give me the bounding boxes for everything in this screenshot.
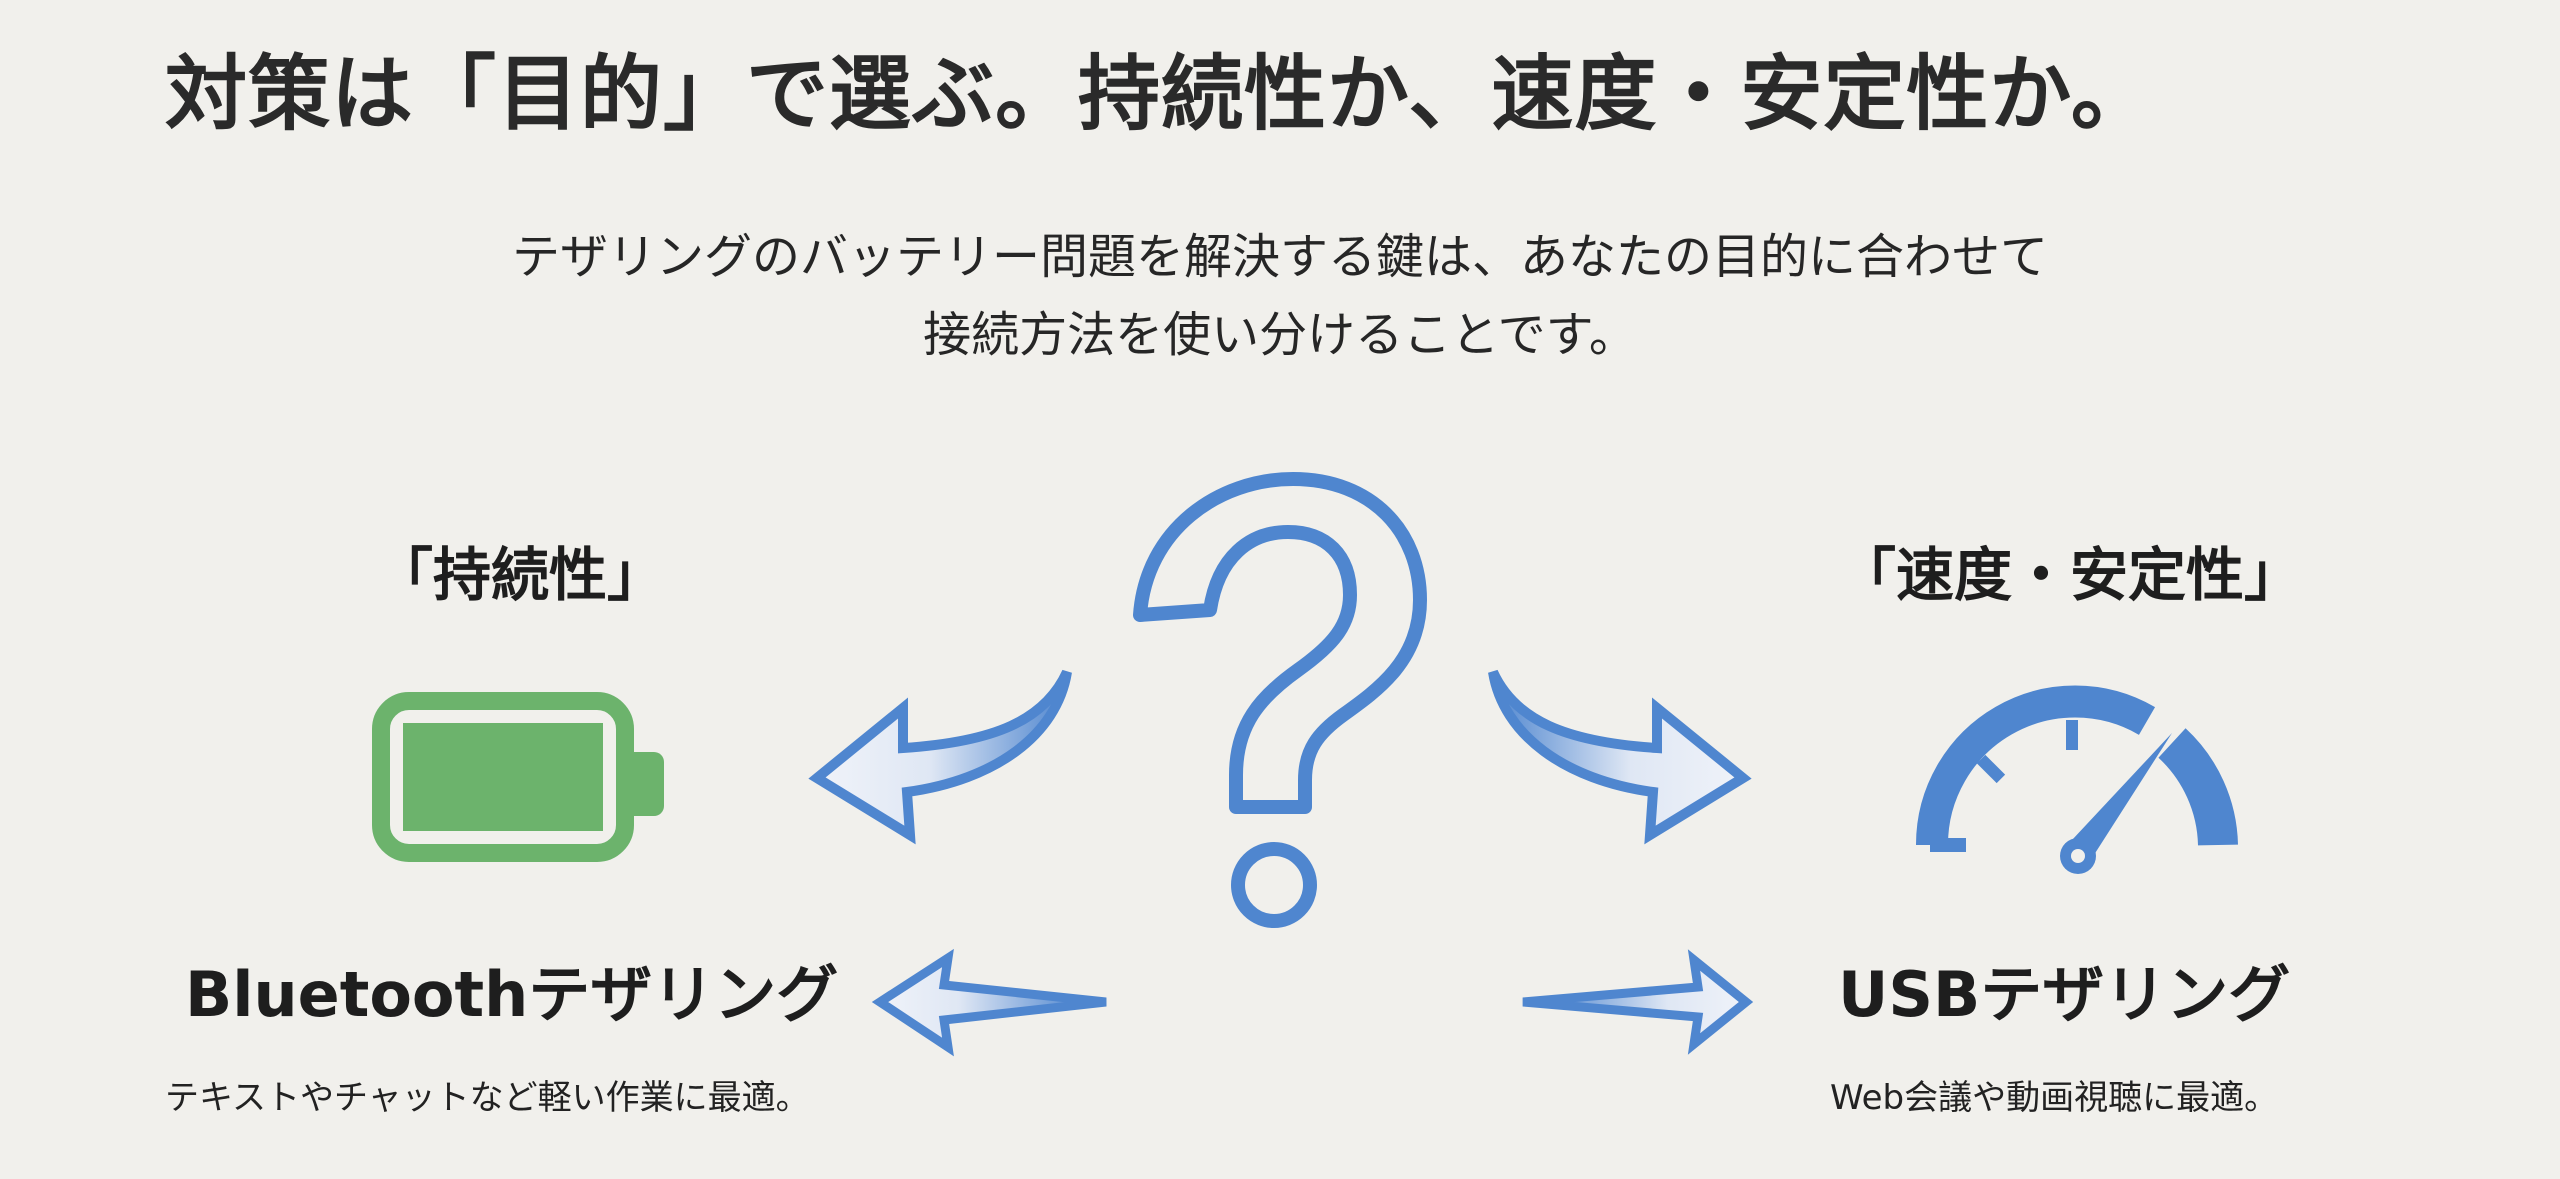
question-mark-icon bbox=[1133, 472, 1428, 935]
subtitle-line-1: テザリングのバッテリー問題を解決する鍵は、あなたの目的に合わせて bbox=[511, 229, 2048, 285]
speedometer-icon bbox=[1915, 685, 2238, 874]
label-speed-stability: 「速度・安定性」 bbox=[1837, 541, 2302, 609]
arrow-left-icon bbox=[868, 948, 1118, 1057]
slide-title: 対策は「目的」で選ぶ。持続性か、速度・安定性か。 bbox=[165, 47, 2154, 142]
description-bluetooth: テキストやチャットなど軽い作業に最適。 bbox=[165, 1078, 810, 1118]
curved-arrow-left-icon bbox=[795, 650, 1095, 850]
description-usb: Web会議や動画視聴に最適。 bbox=[1830, 1078, 2279, 1118]
curved-arrow-right-icon bbox=[1465, 650, 1765, 850]
heading-bluetooth-tethering: Bluetoothテザリング bbox=[185, 958, 839, 1031]
subtitle-line-2: 接続方法を使い分けることです。 bbox=[923, 307, 1637, 363]
battery-full-icon bbox=[372, 692, 672, 862]
arrow-right-icon bbox=[1508, 949, 1758, 1055]
heading-usb-tethering: USBテザリング bbox=[1838, 958, 2291, 1031]
label-sustainability: 「持続性」 bbox=[374, 541, 665, 609]
slide-subtitle: テザリングのバッテリー問題を解決する鍵は、あなたの目的に合わせて 接続方法を使い… bbox=[0, 218, 2560, 374]
